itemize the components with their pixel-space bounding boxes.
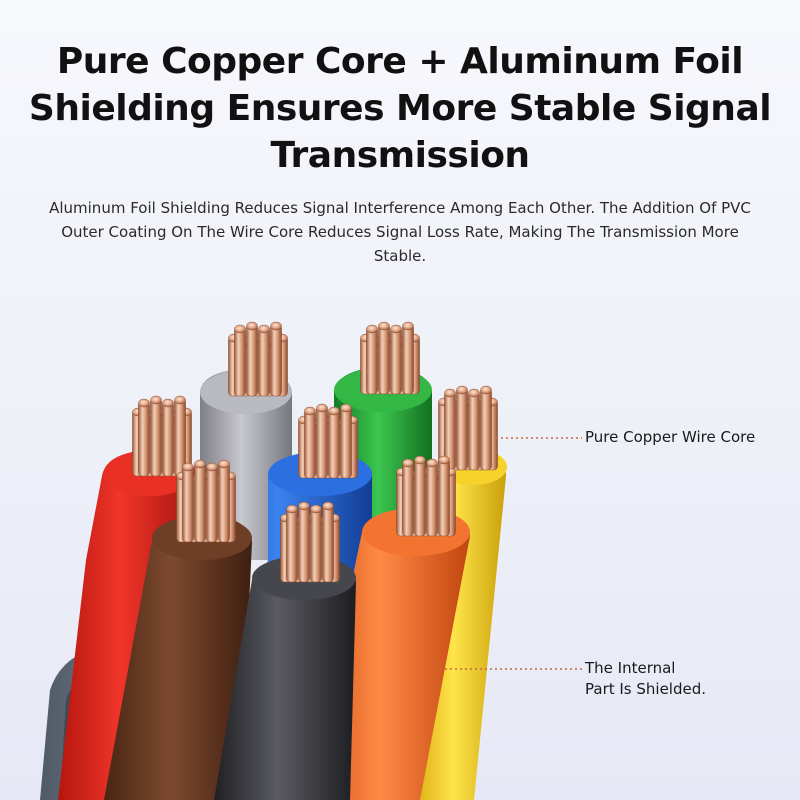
copper-strand xyxy=(366,326,378,395)
copper-strand-tip xyxy=(304,406,316,416)
copper-strand xyxy=(150,397,162,477)
copper-strand-tip xyxy=(340,403,352,413)
copper-strand xyxy=(438,457,450,537)
copper-strand-tip xyxy=(206,462,218,472)
copper-strand xyxy=(402,460,414,537)
copper-strand-tip xyxy=(246,321,258,331)
copper-strand-tip xyxy=(366,324,378,334)
copper-strand-tip xyxy=(286,504,298,514)
copper-strand-tip xyxy=(456,385,468,395)
copper-strand xyxy=(426,460,438,537)
copper-strand xyxy=(390,326,402,395)
copper-strand-tip xyxy=(438,455,450,465)
copper-strand-tip xyxy=(322,501,334,511)
yellow-wire-copper-bundle xyxy=(438,385,498,471)
copper-strand xyxy=(286,506,298,583)
copper-strand xyxy=(218,461,230,543)
copper-core-callout: Pure Copper Wire Core xyxy=(585,428,756,446)
page-title: Pure Copper Core + Aluminum Foil Shieldi… xyxy=(28,41,772,176)
gray-wire-copper-bundle xyxy=(228,321,288,397)
copper-strand xyxy=(258,326,270,397)
copper-strand xyxy=(270,323,282,397)
copper-strand xyxy=(310,506,322,583)
page-subtitle: Aluminum Foil Shielding Reduces Signal I… xyxy=(49,199,751,265)
copper-strand xyxy=(468,390,480,471)
copper-strand-tip xyxy=(194,459,206,469)
copper-strand xyxy=(328,408,340,479)
copper-strand-tip xyxy=(174,395,186,405)
copper-strand-tip xyxy=(414,455,426,465)
copper-strand xyxy=(138,400,150,477)
copper-strand xyxy=(234,326,246,397)
copper-strand-tip xyxy=(328,406,340,416)
blue-wire-copper-bundle xyxy=(298,403,358,479)
shield-callout-line-2: Part Is Shielded. xyxy=(585,680,707,698)
copper-strand xyxy=(414,457,426,537)
copper-strand-tip xyxy=(468,388,480,398)
copper-strand-tip xyxy=(162,398,174,408)
copper-strand-tip xyxy=(298,501,310,511)
green-wire-copper-bundle xyxy=(360,321,420,395)
copper-strand-tip xyxy=(316,403,328,413)
copper-strand-tip xyxy=(218,459,230,469)
black-wire-copper-bundle xyxy=(280,501,340,583)
copper-strand xyxy=(304,408,316,479)
copper-strand-tip xyxy=(480,385,492,395)
copper-strand-tip xyxy=(402,321,414,331)
copper-strand-tip xyxy=(402,458,414,468)
shield-callout-line-1: The Internal xyxy=(585,659,676,677)
copper-strand xyxy=(322,503,334,583)
copper-strand xyxy=(194,461,206,543)
copper-strand-tip xyxy=(182,462,194,472)
copper-strand xyxy=(316,405,328,479)
copper-strand xyxy=(298,503,310,583)
shield-callout: The Internal Part Is Shielded. xyxy=(585,658,706,700)
copper-strand-tip xyxy=(426,458,438,468)
orange-wire-copper-bundle xyxy=(396,455,456,537)
copper-strand-tip xyxy=(258,324,270,334)
copper-strand-tip xyxy=(150,395,162,405)
copper-strand xyxy=(378,323,390,395)
copper-strand xyxy=(162,400,174,477)
brown-wire-copper-bundle xyxy=(176,459,236,543)
copper-strand xyxy=(206,464,218,543)
copper-strand xyxy=(480,387,492,471)
copper-strand-tip xyxy=(378,321,390,331)
copper-strand xyxy=(246,323,258,397)
copper-strand xyxy=(456,387,468,471)
copper-strand-tip xyxy=(234,324,246,334)
copper-strand-tip xyxy=(270,321,282,331)
copper-strand-tip xyxy=(310,504,322,514)
copper-strand-tip xyxy=(138,398,150,408)
copper-strand xyxy=(402,323,414,395)
copper-strand xyxy=(340,405,352,479)
copper-strand-tip xyxy=(444,388,456,398)
copper-strand xyxy=(182,464,194,543)
copper-strand-tip xyxy=(390,324,402,334)
red-wire-copper-bundle xyxy=(132,395,192,477)
